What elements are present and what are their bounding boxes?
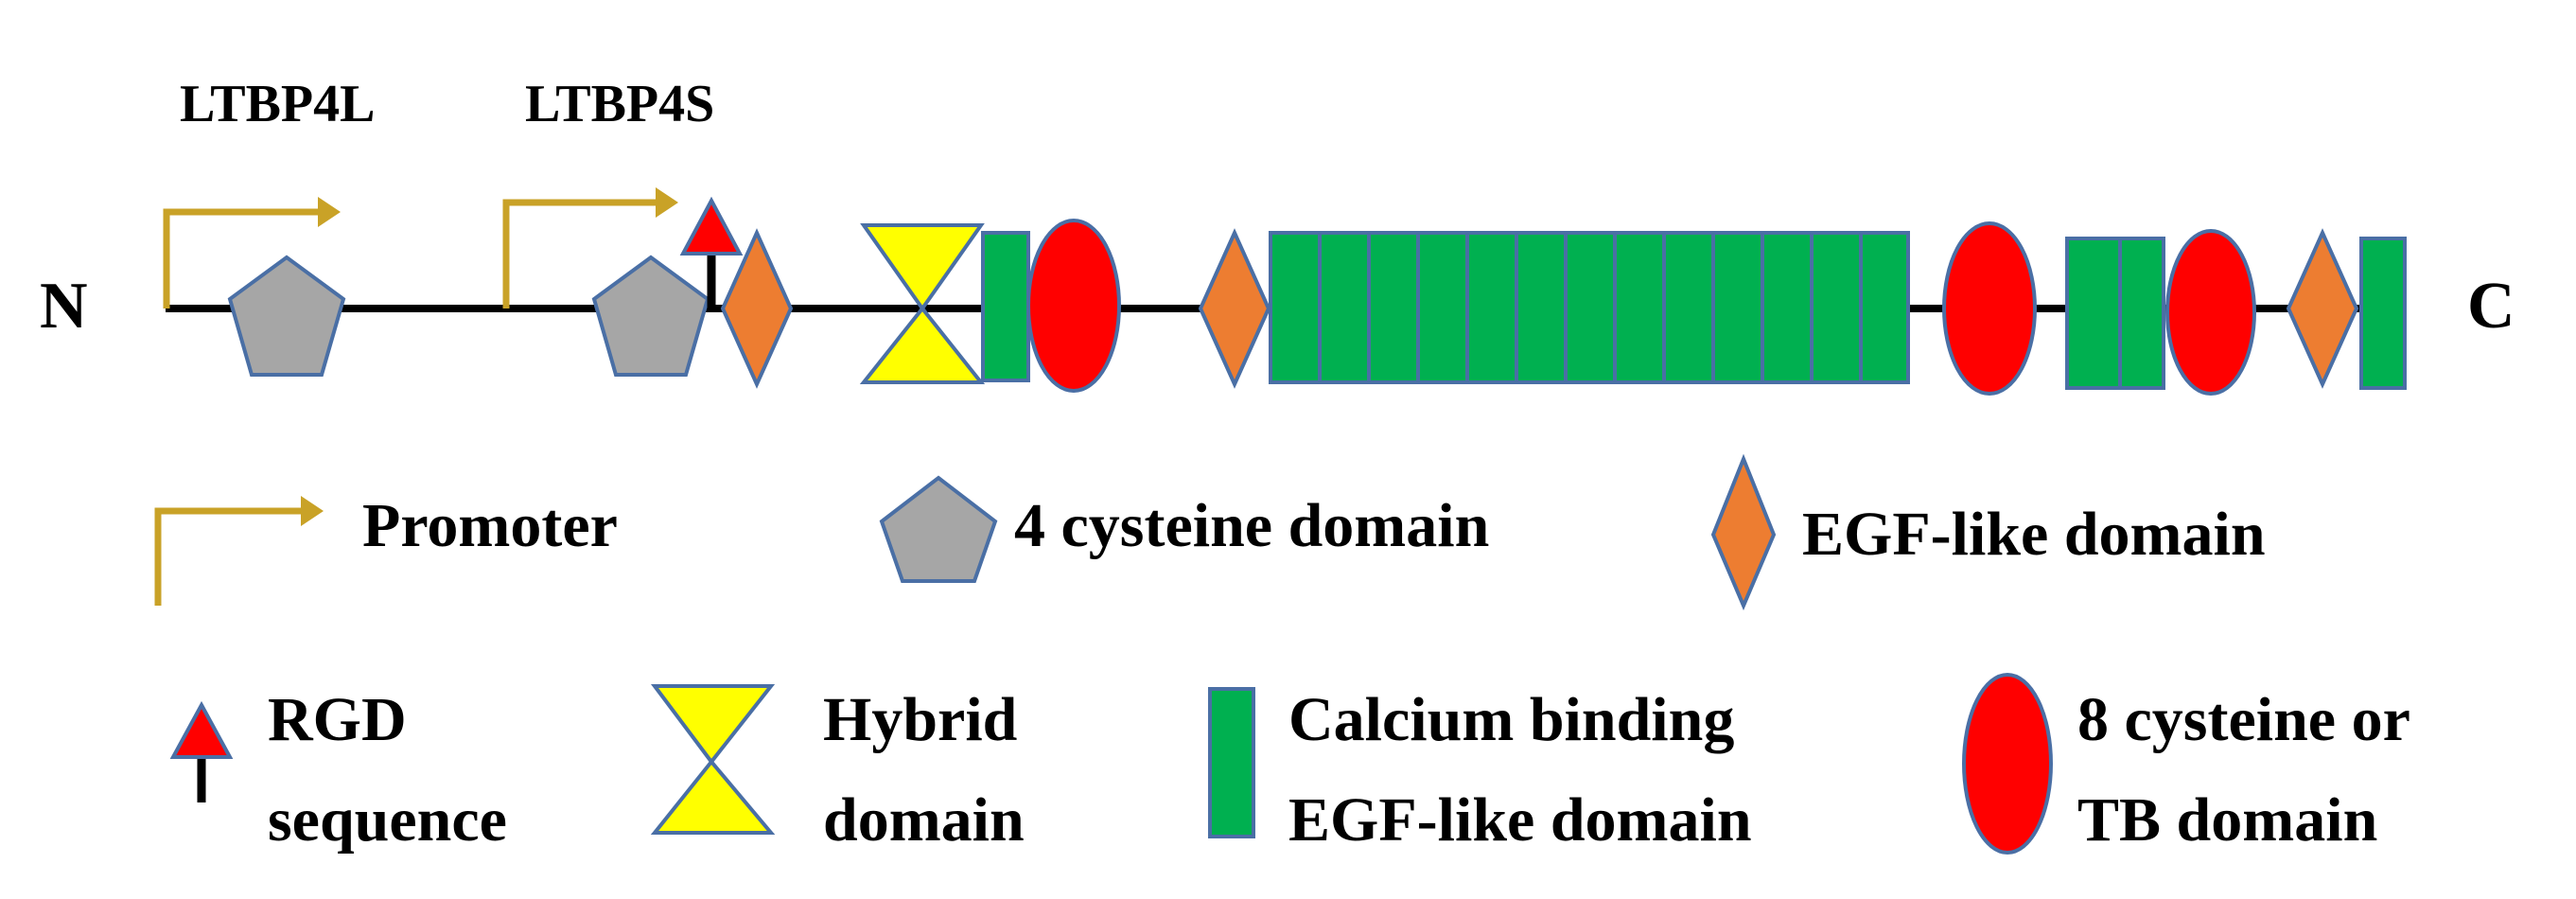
legend-promoter-label: Promoter — [362, 491, 618, 560]
isoform-label-ltbp4l: LTBP4L — [180, 75, 375, 133]
four-cysteine-domain-1 — [227, 255, 346, 377]
egf-like-domain-2 — [1198, 228, 1271, 389]
legend-rgd-icon — [169, 700, 234, 802]
legend-egf-like-label: EGF-like domain — [1802, 500, 2266, 569]
legend-tb-domain-icon — [1962, 673, 2053, 855]
legend-four-cysteine-icon — [879, 475, 998, 583]
calcium-binding-egf-domain-1 — [981, 231, 1030, 382]
legend-calcium-binding-label-line1: Calcium binding — [1288, 685, 1734, 754]
egf-like-domain-1 — [720, 228, 794, 389]
legend-hybrid-icon — [650, 684, 776, 835]
legend-rgd-label-line1: RGD — [268, 685, 407, 754]
egf-like-domain-3 — [2286, 228, 2359, 389]
rgd-sequence-marker — [679, 196, 744, 308]
tb-domain-2 — [1942, 221, 2037, 396]
four-cysteine-domain-2 — [591, 255, 710, 377]
legend-promoter-icon — [154, 496, 324, 606]
c-terminus-label: C — [2467, 270, 2515, 343]
n-terminus-label: N — [40, 270, 88, 343]
promoter-arrow-ltbp4s — [502, 187, 678, 308]
legend-hybrid-label-line1: Hybrid — [823, 685, 1017, 754]
hybrid-domain — [859, 223, 986, 384]
calcium-binding-egf-repeat-block — [1269, 231, 1910, 384]
legend-hybrid-label-line2: domain — [823, 785, 1025, 855]
legend-egf-like-icon — [1710, 453, 1777, 611]
legend-calcium-binding-label-line2: EGF-like domain — [1288, 785, 1752, 855]
calcium-binding-egf-domain-last — [2359, 237, 2407, 390]
legend-four-cysteine-label: 4 cysteine domain — [1014, 491, 1489, 560]
tb-domain-3 — [2165, 229, 2256, 396]
calcium-binding-egf-pair — [2065, 237, 2165, 390]
legend-rgd-label-line2: sequence — [268, 785, 507, 855]
legend-tb-domain-label-line2: TB domain — [2077, 785, 2377, 855]
promoter-arrow-ltbp4l — [163, 197, 341, 308]
legend-tb-domain-label-line1: 8 cysteine or — [2077, 685, 2410, 754]
isoform-label-ltbp4s: LTBP4S — [525, 75, 714, 133]
tb-domain-1 — [1026, 219, 1121, 393]
legend-calcium-binding-icon — [1208, 687, 1255, 838]
